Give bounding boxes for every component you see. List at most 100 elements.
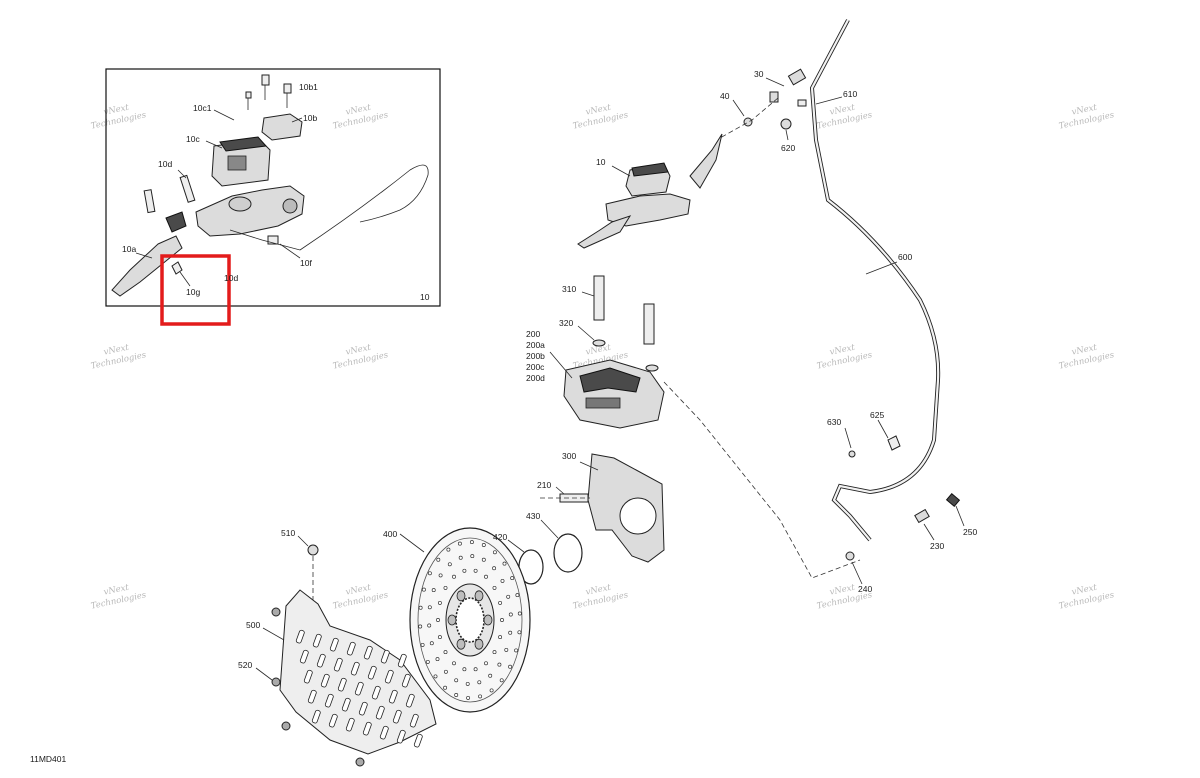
part-label-610: 610	[843, 89, 857, 99]
guard-slot	[380, 649, 390, 664]
guard-slots	[295, 629, 423, 748]
inset-leaders	[135, 109, 303, 287]
disc-mount-hole	[483, 614, 493, 626]
disc-hole	[492, 550, 497, 555]
guard-slot	[320, 673, 330, 688]
guard-slot	[371, 685, 381, 700]
disc-hole	[465, 681, 470, 686]
guard-slot	[354, 681, 364, 696]
disc-hole	[497, 662, 502, 667]
disc-hole	[452, 574, 456, 579]
caliper-bolts	[592, 275, 659, 372]
disc-hole	[427, 605, 432, 610]
disc-hole	[492, 650, 497, 655]
diagram-code: 11MD401	[30, 754, 66, 764]
guard-slot	[316, 653, 326, 668]
part-label-210: 210	[537, 480, 551, 490]
disc-hole	[477, 680, 482, 685]
disc-hole	[443, 685, 448, 690]
disc-hole	[492, 566, 497, 571]
part-label-240: 240	[858, 584, 872, 594]
disc-hole	[514, 648, 519, 653]
disc-hole	[437, 635, 442, 640]
guard-slot	[392, 709, 402, 724]
guard-slot	[379, 725, 389, 740]
guard-bolts	[271, 544, 365, 767]
guard-slot	[363, 645, 373, 660]
hose-fittings	[743, 68, 807, 130]
guard-slot	[333, 657, 343, 672]
guard-slot	[329, 637, 339, 652]
disc-hole	[481, 557, 486, 562]
disc-hole	[469, 540, 474, 545]
guard-slot	[328, 713, 338, 728]
disc-mount-hole	[474, 590, 484, 602]
disc-hole	[484, 574, 488, 579]
part-label-600: 600	[898, 252, 912, 262]
inset-pin-2	[143, 189, 156, 214]
inset-bolts	[245, 74, 292, 110]
disc-hole	[427, 571, 432, 576]
inset-number: 10	[420, 292, 430, 302]
part-label-430: 430	[526, 511, 540, 521]
part-label-200d: 200d	[526, 373, 545, 383]
disc-mount-hole	[474, 638, 484, 650]
inset-master-cylinder	[165, 185, 305, 237]
disc-hole	[515, 593, 520, 598]
part-label-625: 625	[870, 410, 884, 420]
disc-hole	[454, 693, 459, 697]
part-label-320: 320	[559, 318, 573, 328]
part-label-300: 300	[562, 451, 576, 461]
disc-mount-hole	[456, 638, 466, 650]
part-label-200b: 200b	[526, 351, 545, 361]
disc-hole	[457, 541, 462, 546]
master-cylinder-assembly	[577, 133, 723, 249]
caliper-assembly	[563, 359, 665, 429]
guard-slot	[295, 629, 305, 644]
disc-hole	[418, 624, 423, 629]
guard-slot	[346, 641, 356, 656]
disc-hole	[500, 618, 504, 622]
disc-hole	[502, 561, 507, 566]
guard-slot	[299, 649, 309, 664]
guard-slot	[405, 693, 415, 708]
disc-hole	[508, 664, 513, 669]
disc-hole	[470, 554, 475, 559]
dash-caliper	[663, 381, 861, 579]
part-label-400: 400	[383, 529, 397, 539]
disc-mount-hole	[447, 614, 457, 626]
disc-hole	[481, 543, 486, 547]
disc-hole	[492, 585, 497, 590]
disc-hole	[458, 555, 463, 560]
disc-hole	[421, 587, 426, 592]
disc-hole	[462, 667, 467, 672]
disc-hole	[508, 612, 513, 617]
disc-hole	[446, 547, 451, 552]
brake-disc	[409, 527, 531, 713]
disc-hole	[433, 674, 438, 679]
guard-slot	[367, 665, 377, 680]
inset-label-10f: 10f	[300, 258, 312, 268]
guard-slot	[409, 713, 419, 728]
part-label-630: 630	[827, 417, 841, 427]
leader-lines	[255, 77, 965, 681]
inset-frame	[105, 68, 441, 307]
part-label-200c: 200c	[526, 362, 545, 372]
part-label-310: 310	[562, 284, 576, 294]
small-fittings-right	[845, 435, 961, 561]
disc-hole	[466, 695, 471, 700]
part-label-200a: 200a	[526, 340, 545, 350]
inset-pin	[179, 174, 196, 203]
guard-slot	[396, 729, 406, 744]
disc-hole	[517, 630, 522, 635]
